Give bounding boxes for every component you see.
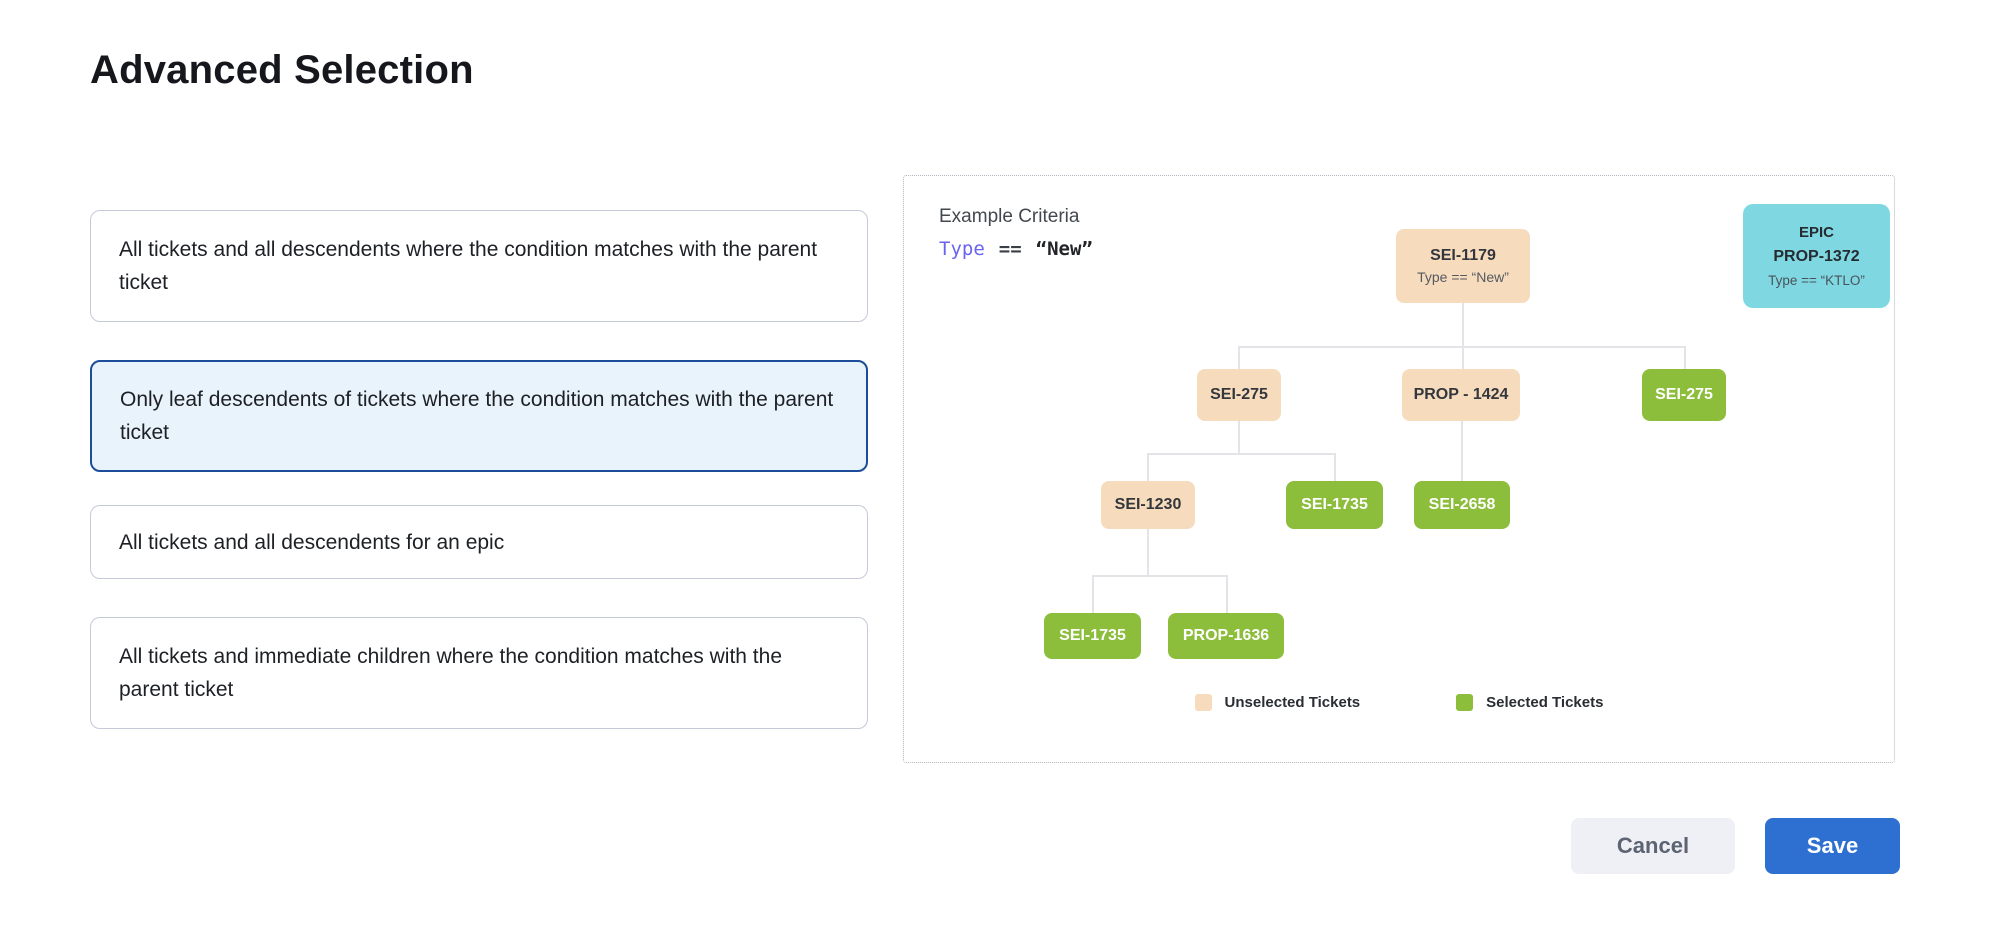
cancel-button[interactable]: Cancel (1571, 818, 1735, 874)
legend-item: Selected Tickets (1456, 694, 1603, 711)
legend-label: Selected Tickets (1486, 694, 1604, 711)
tree-node-selected: PROP-1636 (1168, 613, 1284, 659)
save-button[interactable]: Save (1765, 818, 1900, 874)
tree-node-selected: SEI-1735 (1044, 613, 1141, 659)
tree-connector-line (1461, 421, 1463, 481)
option-card-all-descendents-condition[interactable]: All tickets and all descendents where th… (90, 210, 868, 322)
tree-connector-line (1334, 453, 1336, 481)
legend: Unselected Tickets Selected Tickets (904, 694, 1894, 711)
option-card-label: Only leaf descendents of tickets where t… (120, 388, 834, 444)
criteria-operator: == (998, 238, 1022, 260)
page-title: Advanced Selection (90, 48, 474, 92)
tree-connector-line (1684, 346, 1686, 369)
tree-node-selected: SEI-1735 (1286, 481, 1383, 529)
tree-node-unselected: PROP - 1424 (1402, 369, 1520, 421)
epic-id: PROP-1372 (1773, 248, 1860, 265)
example-criteria-label: Example Criteria (939, 206, 1080, 227)
epic-type-label: EPIC (1798, 224, 1834, 241)
option-card-leaf-descendents-condition[interactable]: Only leaf descendents of tickets where t… (90, 360, 868, 472)
example-criteria-expression: Type == “New” (939, 238, 1093, 260)
tree-connector-line (1462, 346, 1464, 369)
option-card-label: All tickets and all descendents where th… (119, 238, 818, 294)
tree-node-id: SEI-1735 (1301, 496, 1368, 513)
epic-card: EPIC PROP-1372 Type == “KTLO” (1743, 204, 1890, 308)
tree-connector-line (1238, 346, 1240, 369)
tree-connector-line (1462, 303, 1464, 346)
tree-connector-line (1226, 575, 1228, 613)
tree-connector-line (1147, 453, 1149, 481)
epic-condition: Type == “KTLO” (1768, 273, 1865, 288)
tree-connector-line (1238, 421, 1240, 453)
legend-swatch-icon (1456, 694, 1474, 711)
example-panel: Example Criteria Type == “New” EPIC PROP… (903, 175, 1895, 763)
option-card-label: All tickets and all descendents for an e… (119, 530, 505, 554)
criteria-field: Type (939, 238, 985, 260)
tree-node-selected: SEI-275 (1642, 369, 1726, 421)
tree-node-id: SEI-1735 (1059, 627, 1126, 644)
tree-node-condition: Type == “New” (1417, 269, 1509, 285)
tree-connector-line (1238, 346, 1684, 348)
tree-connector-line (1092, 575, 1226, 577)
tree-node-id: PROP-1636 (1182, 627, 1270, 644)
legend-swatch-icon (1194, 694, 1212, 711)
tree-node-id: SEI-1179 (1430, 247, 1496, 264)
tree-node-id: SEI-275 (1210, 386, 1268, 403)
tree-node-id: SEI-275 (1655, 386, 1713, 403)
tree-node-unselected: SEI-1230 (1101, 481, 1195, 529)
tree-connector-line (1147, 453, 1334, 455)
criteria-value: “New” (1035, 238, 1093, 260)
tree-connector-line (1092, 575, 1094, 613)
tree-connector-line (1147, 529, 1149, 575)
legend-item: Unselected Tickets (1194, 694, 1361, 711)
tree-node-selected: SEI-2658 (1414, 481, 1510, 529)
tree-node-id: PROP - 1424 (1413, 386, 1509, 403)
option-card-label: All tickets and immediate children where… (119, 645, 782, 701)
tree-node-unselected: SEI-275 (1197, 369, 1281, 421)
tree-node-id: SEI-1230 (1114, 496, 1182, 513)
legend-label: Unselected Tickets (1224, 694, 1361, 711)
option-card-all-descendents-epic[interactable]: All tickets and all descendents for an e… (90, 505, 868, 579)
option-card-immediate-children-condition[interactable]: All tickets and immediate children where… (90, 617, 868, 729)
tree-node-id: SEI-2658 (1428, 496, 1496, 513)
